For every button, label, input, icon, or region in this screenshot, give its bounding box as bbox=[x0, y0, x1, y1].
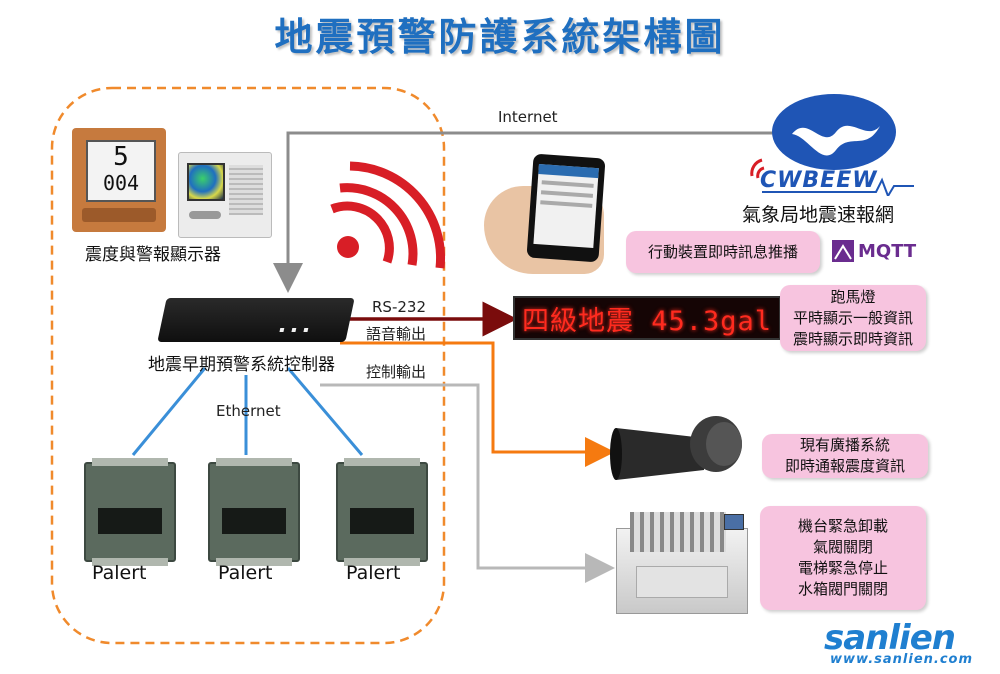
control-output-arrow bbox=[320, 383, 615, 583]
intensity-display-device: 5 004 bbox=[72, 128, 166, 232]
mqtt-text: MQTT bbox=[858, 240, 917, 262]
machine-line-4: 水箱閥門關閉 bbox=[797, 580, 888, 598]
display-digits-bottom: 004 bbox=[102, 171, 140, 195]
broadcast-line-2: 即時通報震度資訊 bbox=[784, 457, 905, 475]
voice-output-label: 語音輸出 bbox=[366, 325, 427, 343]
early-warning-controller bbox=[157, 298, 355, 342]
mqtt-icon bbox=[832, 240, 854, 262]
mobile-push-text: 行動裝置即時訊息推播 bbox=[647, 242, 798, 261]
wireless-signal-icon bbox=[330, 161, 446, 269]
led-sign-text: 四級地震 45.3gal bbox=[521, 305, 773, 337]
machine-line-1: 機台緊急卸載 bbox=[797, 517, 888, 535]
sanlien-logo: sanlien bbox=[824, 618, 956, 658]
palert-device-2 bbox=[208, 458, 300, 566]
display-digits-top: 5 bbox=[113, 142, 129, 172]
cwbeew-logo: CWBEEW bbox=[760, 168, 878, 193]
system-enclosure bbox=[50, 86, 446, 645]
machine-control-box: 機台緊急卸載 氣閥關閉 電梯緊急停止 水箱閥門關閉 bbox=[760, 506, 926, 610]
internet-arrow bbox=[273, 131, 776, 293]
ethernet-line-left bbox=[131, 367, 207, 456]
smartphone-image bbox=[526, 153, 606, 263]
broadcast-line-1: 現有廣播系統 bbox=[799, 436, 890, 454]
palert-device-1 bbox=[84, 458, 176, 566]
cwb-caption: 氣象局地震速報網 bbox=[742, 204, 895, 226]
palert-label-1: Palert bbox=[92, 562, 147, 584]
display-label: 震度與警報顯示器 bbox=[85, 245, 221, 265]
palert-label-3: Palert bbox=[346, 562, 401, 584]
cwb-logo-icon bbox=[772, 94, 896, 170]
marquee-box: 跑馬燈 平時顯示一般資訊 震時顯示即時資訊 bbox=[780, 285, 926, 351]
mqtt-logo: MQTT bbox=[832, 240, 916, 262]
marquee-title: 跑馬燈 bbox=[830, 287, 876, 306]
machine-line-3: 電梯緊急停止 bbox=[797, 559, 888, 577]
machine-line-2: 氣閥關閉 bbox=[812, 538, 873, 556]
cwbeew-wave-icon bbox=[750, 158, 914, 196]
control-output-label: 控制輸出 bbox=[366, 363, 427, 381]
horn-speaker-icon bbox=[610, 416, 742, 480]
internet-label: Internet bbox=[498, 108, 558, 126]
palert-label-2: Palert bbox=[218, 562, 273, 584]
controller-label: 地震早期預警系統控制器 bbox=[148, 355, 335, 375]
led-marquee-sign: 四級地震 45.3gal bbox=[513, 296, 781, 340]
industrial-machine-image bbox=[616, 508, 748, 614]
page-title: 地震預警防護系統架構圖 bbox=[274, 15, 726, 59]
marquee-line-1: 平時顯示一般資訊 bbox=[792, 308, 913, 327]
palert-device-3 bbox=[336, 458, 428, 566]
broadcast-box: 現有廣播系統 即時通報震度資訊 bbox=[762, 434, 928, 478]
sanlien-website: www.sanlien.com bbox=[830, 652, 974, 667]
marquee-line-2: 震時顯示即時資訊 bbox=[792, 329, 913, 348]
ethernet-label: Ethernet bbox=[216, 402, 281, 420]
rs232-label: RS-232 bbox=[372, 298, 426, 316]
alert-display-device bbox=[178, 152, 272, 238]
voice-output-arrow bbox=[340, 341, 615, 467]
mobile-push-box: 行動裝置即時訊息推播 bbox=[626, 231, 820, 273]
ethernet-line-right bbox=[286, 367, 364, 456]
